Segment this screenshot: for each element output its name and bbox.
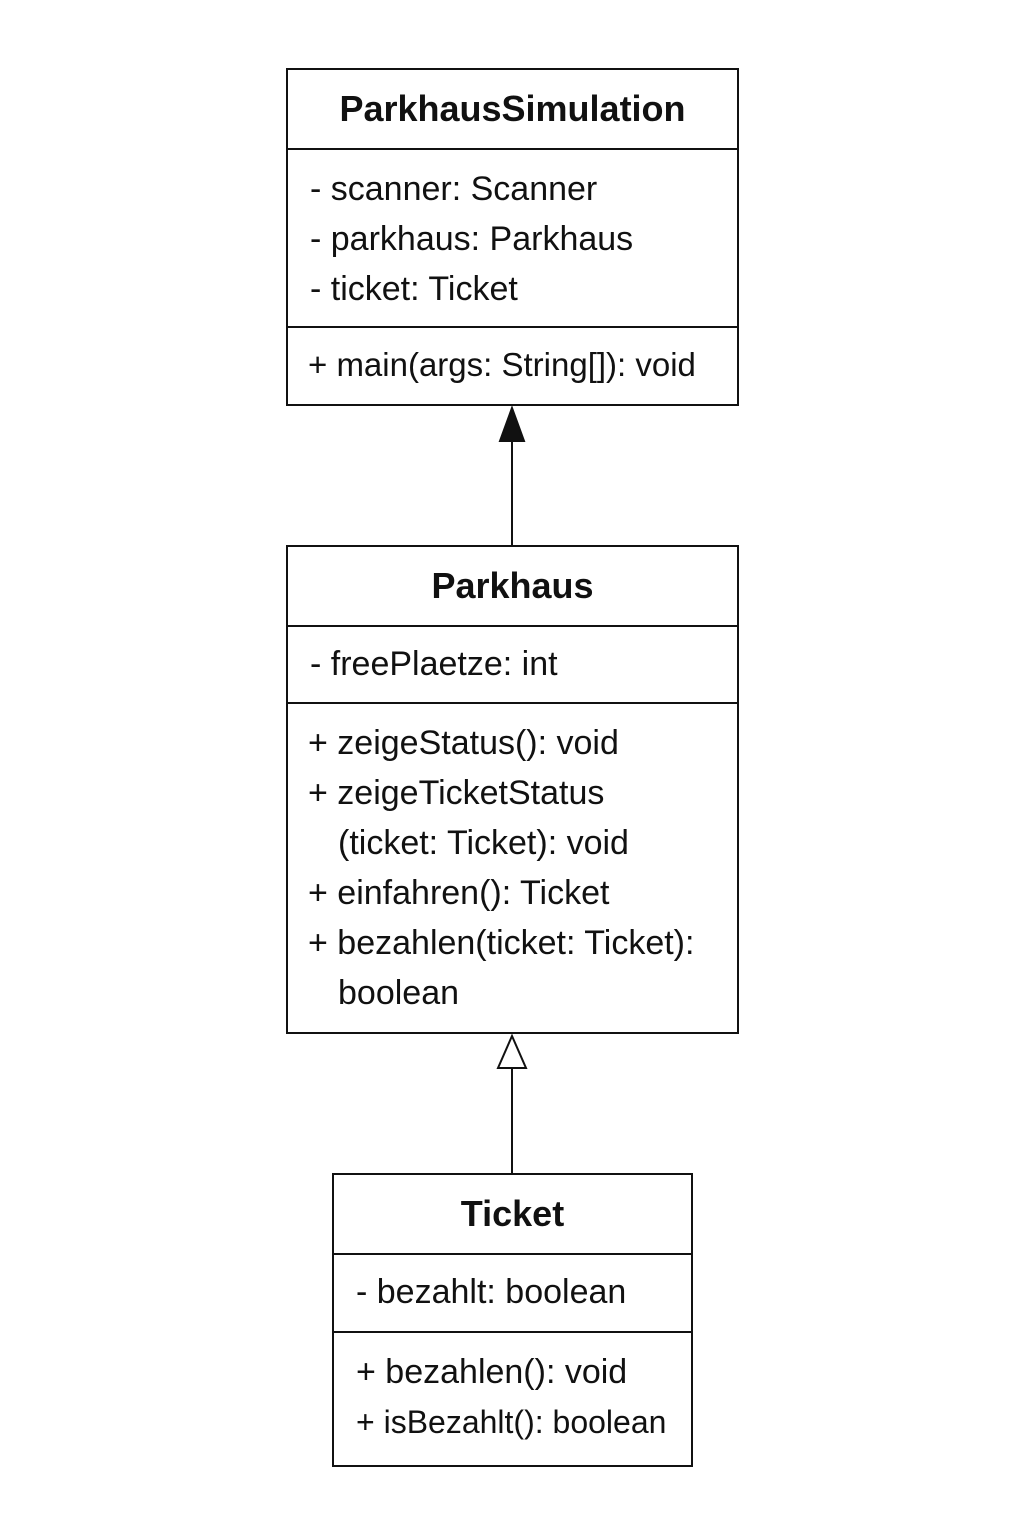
attributes-section: - freePlaetze: int [288,627,737,704]
method-zeige-status: + zeigeStatus(): void [308,724,619,762]
class-name: Parkhaus [288,547,737,627]
method-is-bezahlt: + isBezahlt(): boolean [356,1404,667,1440]
method-einfahren: + einfahren(): Ticket [308,874,610,912]
hollow-arrowhead-icon [496,1033,528,1069]
methods-section: + zeigeStatus(): void + zeigeTicketStatu… [288,704,737,1028]
methods-section: + bezahlen(): void + isBezahlt(): boolea… [334,1333,691,1457]
method-main: + main(args: String[]): void [308,346,696,383]
attributes-section: - bezahlt: boolean [334,1255,691,1333]
class-name: ParkhausSimulation [288,70,737,150]
attribute-parkhaus: - parkhaus: Parkhaus [310,220,634,258]
attribute-scanner: - scanner: Scanner [310,170,598,208]
method-zeige-ticket-status: + zeigeTicketStatus [308,774,605,812]
class-parkhaus[interactable]: Parkhaus - freePlaetze: int + zeigeStatu… [286,545,739,1034]
attribute-free-plaetze: - freePlaetze: int [310,645,558,683]
class-ticket[interactable]: Ticket - bezahlt: boolean + bezahlen(): … [332,1173,693,1467]
class-name: Ticket [334,1175,691,1255]
method-bezahlen: + bezahlen(): void [356,1353,628,1391]
class-parkhaus-simulation[interactable]: ParkhausSimulation - scanner: Scanner - … [286,68,739,406]
attribute-bezahlt: - bezahlt: boolean [356,1273,627,1311]
method-zeige-ticket-status-params: (ticket: Ticket): void [338,824,629,862]
filled-arrowhead-icon [498,405,526,442]
attributes-section: - scanner: Scanner - parkhaus: Parkhaus … [288,150,737,328]
method-bezahlen: + bezahlen(ticket: Ticket): [308,924,695,962]
method-bezahlen-return: boolean [338,974,460,1012]
attribute-ticket: - ticket: Ticket [310,270,518,308]
methods-section: + main(args: String[]): void [288,328,737,400]
